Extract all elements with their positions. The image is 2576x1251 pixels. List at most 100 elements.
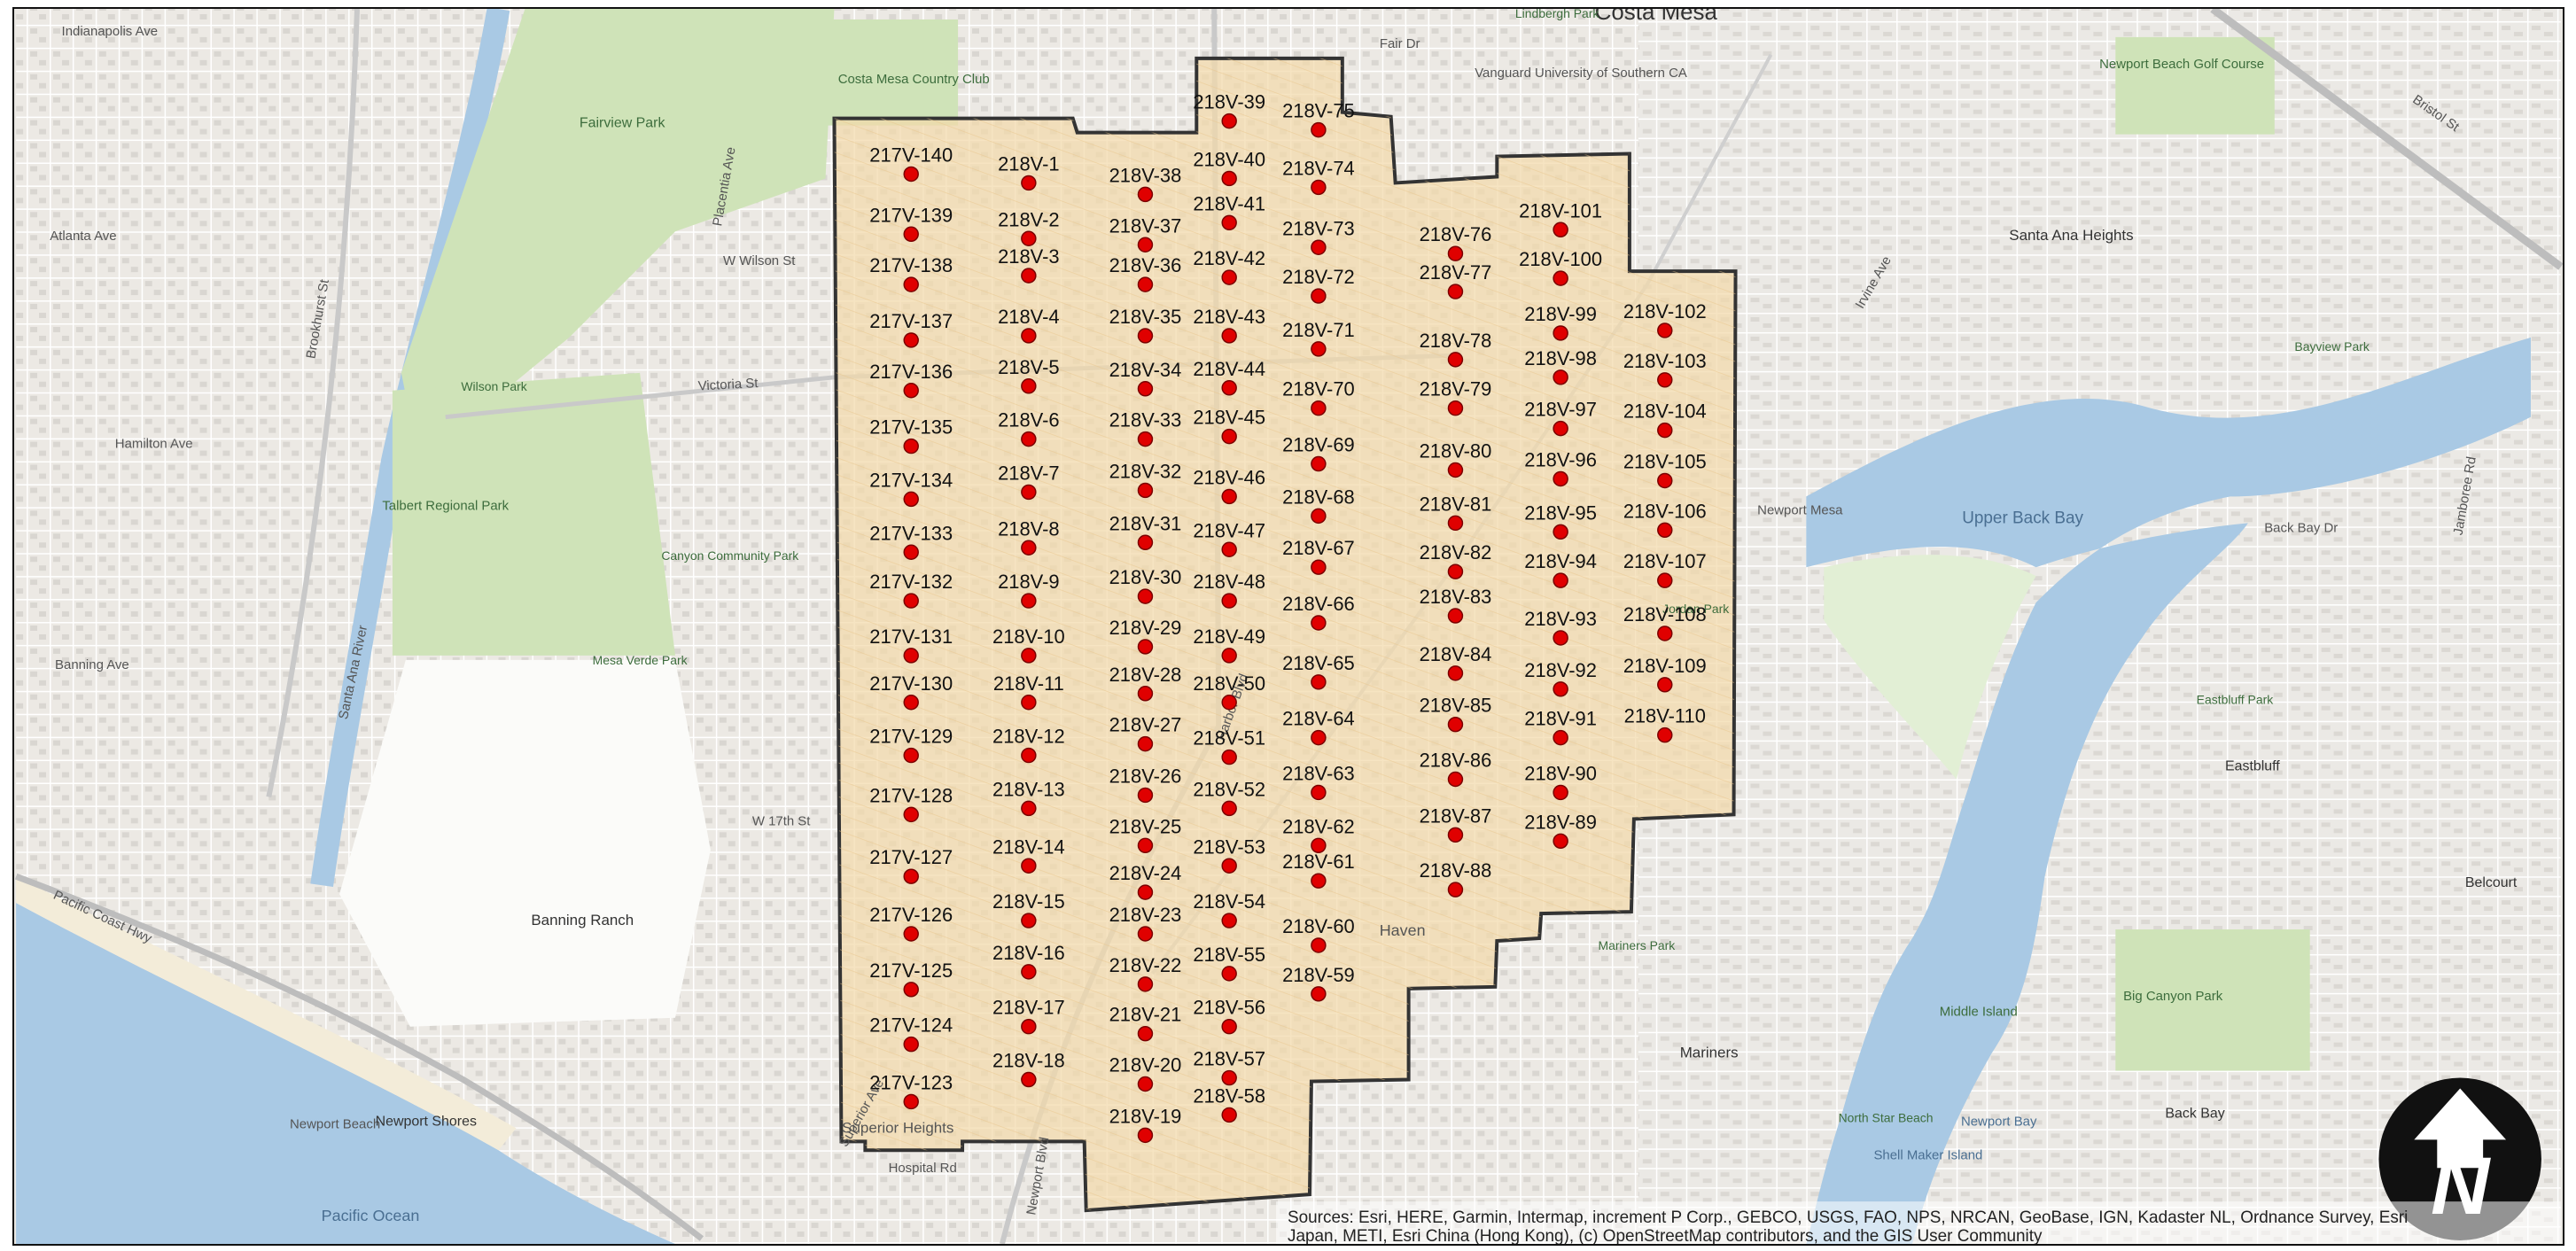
sample-point-marker[interactable] [1311,559,1327,575]
sample-point-marker[interactable] [1447,771,1464,788]
sample-point[interactable]: 218V-17 [992,997,1065,1035]
sample-point[interactable]: 218V-87 [1420,804,1492,843]
sample-point-marker[interactable] [1221,328,1237,344]
sample-point-marker[interactable] [1137,686,1154,702]
sample-point[interactable]: 218V-70 [1282,378,1355,416]
sample-point[interactable]: 218V-16 [992,942,1065,980]
sample-point[interactable]: 218V-90 [1524,763,1597,801]
sample-point[interactable]: 218V-92 [1524,659,1597,697]
sample-point[interactable]: 217V-133 [869,522,953,560]
sample-point[interactable]: 217V-135 [869,416,953,455]
sample-point-marker[interactable] [1137,588,1154,604]
sample-point[interactable]: 218V-53 [1193,835,1265,874]
sample-point-marker[interactable] [1137,186,1154,203]
sample-point[interactable]: 218V-33 [1109,409,1182,447]
sample-point[interactable]: 217V-134 [869,469,953,508]
sample-point-marker[interactable] [1311,937,1327,953]
sample-point[interactable]: 218V-73 [1282,217,1355,255]
sample-point-marker[interactable] [1311,179,1327,196]
sample-point-marker[interactable] [1221,1018,1237,1035]
sample-point-marker[interactable] [1221,214,1237,231]
sample-point[interactable]: 218V-8 [998,517,1060,556]
sample-point-marker[interactable] [1553,221,1568,238]
sample-point-marker[interactable] [1021,378,1037,394]
sample-point[interactable]: 218V-98 [1524,347,1597,385]
sample-point-marker[interactable] [1221,170,1237,187]
sample-point-marker[interactable] [1311,674,1327,690]
sample-point-marker[interactable] [1447,665,1464,681]
sample-point[interactable]: 218V-72 [1282,266,1355,304]
sample-point[interactable]: 218V-91 [1524,708,1597,746]
sample-point[interactable]: 218V-57 [1193,1048,1265,1086]
sample-point-marker[interactable] [903,747,919,764]
sample-point[interactable]: 218V-107 [1623,550,1707,588]
sample-point-marker[interactable] [1221,428,1237,445]
sample-point-marker[interactable] [903,1093,919,1110]
sample-point-marker[interactable] [1137,1127,1154,1144]
sample-point[interactable]: 218V-65 [1282,652,1355,690]
sample-point[interactable]: 218V-25 [1109,815,1182,854]
sample-point-marker[interactable] [1311,615,1327,631]
sample-point[interactable]: 218V-85 [1420,695,1492,733]
sample-point-marker[interactable] [903,438,919,455]
sample-point-marker[interactable] [1311,121,1327,138]
sample-point-marker[interactable] [1021,328,1037,344]
sample-point[interactable]: 218V-55 [1193,944,1265,982]
sample-point[interactable]: 217V-129 [869,726,953,764]
sample-point[interactable]: 218V-7 [998,462,1060,501]
sample-point-marker[interactable] [1553,630,1568,646]
sample-point-marker[interactable] [1311,400,1327,416]
sample-point[interactable]: 218V-109 [1623,655,1707,693]
sample-point[interactable]: 218V-105 [1623,451,1707,489]
sample-point[interactable]: 218V-103 [1623,350,1707,388]
sample-point-marker[interactable] [1311,239,1327,255]
sample-point-marker[interactable] [1221,593,1237,609]
sample-point-marker[interactable] [1221,1107,1237,1123]
sample-point-marker[interactable] [1137,735,1154,752]
sample-point[interactable]: 218V-86 [1420,750,1492,788]
sample-point[interactable]: 218V-104 [1623,400,1707,439]
sample-point[interactable]: 218V-79 [1420,378,1492,416]
sample-point-marker[interactable] [1021,695,1037,711]
sample-point[interactable]: 218V-6 [998,409,1060,447]
sample-point-marker[interactable] [1021,230,1037,246]
sample-point-marker[interactable] [1221,913,1237,929]
sample-point[interactable]: 218V-14 [992,835,1065,874]
sample-point-marker[interactable] [1021,800,1037,817]
sample-point[interactable]: 218V-39 [1193,91,1265,129]
sample-point-marker[interactable] [1553,470,1568,487]
sample-point-marker[interactable] [1553,369,1568,385]
sample-point-marker[interactable] [1137,1076,1154,1092]
sample-point-marker[interactable] [1311,729,1327,746]
sample-point-marker[interactable] [903,593,919,609]
sample-point-marker[interactable] [1553,524,1568,540]
sample-point[interactable]: 218V-15 [992,890,1065,929]
sample-point-marker[interactable] [1447,882,1464,897]
sample-point[interactable]: 218V-110 [1624,705,1706,743]
sample-point[interactable]: 218V-95 [1524,501,1597,540]
sample-point-marker[interactable] [1553,729,1568,746]
sample-point-marker[interactable] [1137,381,1154,397]
sample-point[interactable]: 218V-31 [1109,512,1182,550]
sample-point[interactable]: 218V-88 [1420,859,1492,897]
sample-point-marker[interactable] [1553,325,1568,341]
sample-point-marker[interactable] [903,806,919,823]
sample-point-marker[interactable] [1021,747,1037,764]
sample-point[interactable]: 218V-5 [998,356,1060,394]
sample-point[interactable]: 218V-93 [1524,608,1597,646]
sample-point-marker[interactable] [1021,648,1037,664]
sample-point-marker[interactable] [1137,534,1154,550]
sample-point-marker[interactable] [1137,482,1154,499]
sample-point-marker[interactable] [1447,400,1464,416]
sample-point[interactable]: 218V-44 [1193,358,1265,396]
sample-point[interactable]: 218V-20 [1109,1054,1182,1092]
sample-point[interactable]: 218V-27 [1109,714,1182,752]
sample-point[interactable]: 217V-140 [869,144,953,183]
sample-point-marker[interactable] [903,226,919,242]
sample-point-marker[interactable] [903,926,919,942]
sample-point[interactable]: 218V-43 [1193,306,1265,344]
sample-point[interactable]: 218V-12 [992,726,1065,764]
sample-point-marker[interactable] [1137,328,1154,344]
sample-point-marker[interactable] [1553,572,1568,588]
